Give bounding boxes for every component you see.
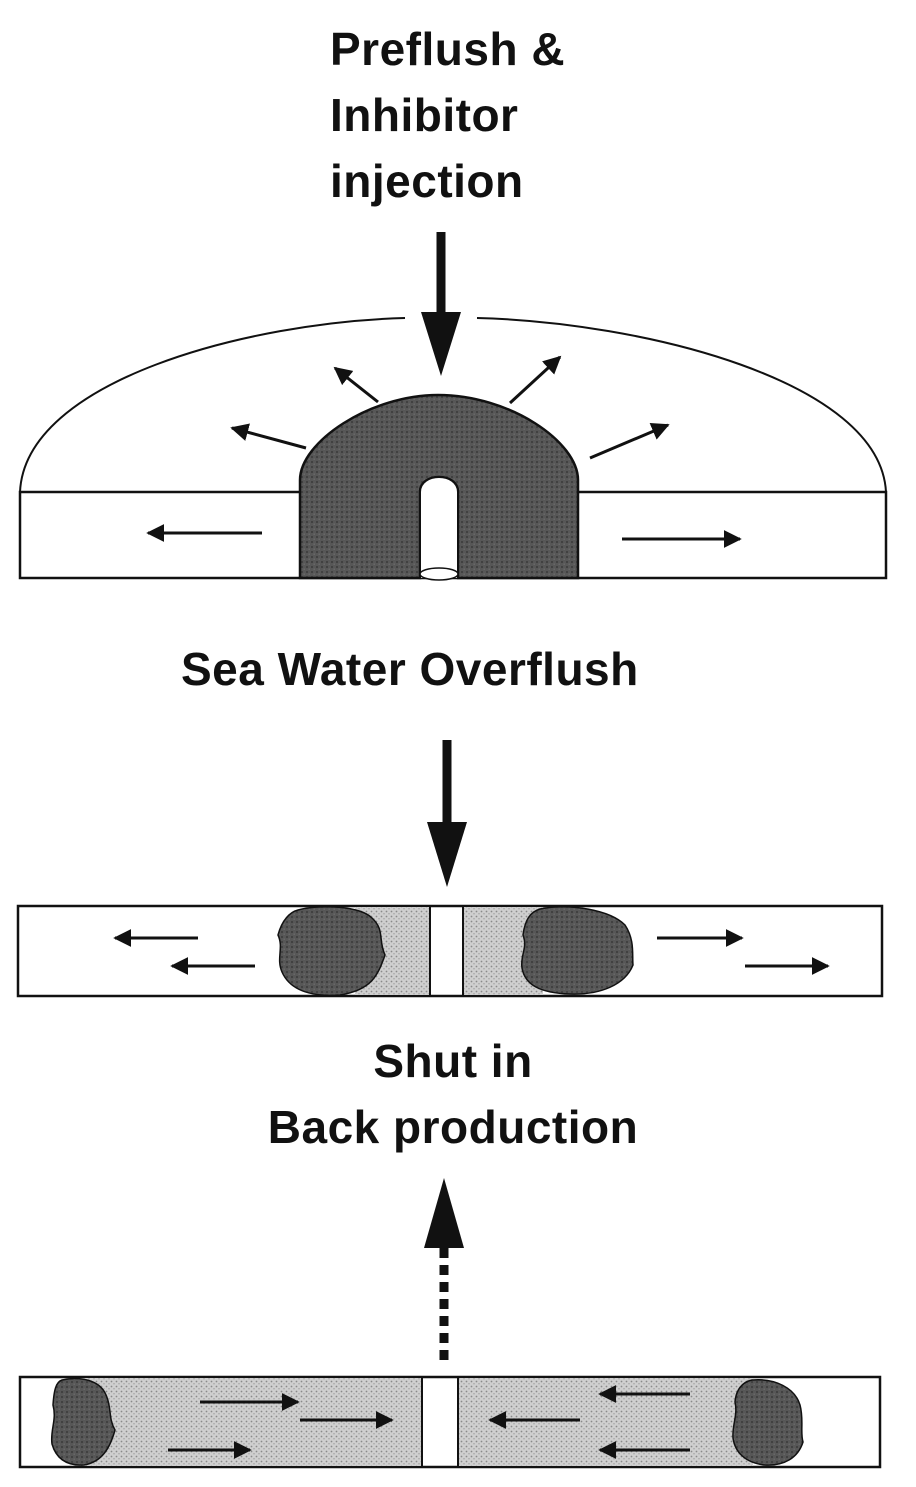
radial-arrow-icon: [508, 355, 562, 405]
shut-in-line-1: Shut in: [373, 1035, 533, 1087]
radial-arrow-icon: [230, 423, 307, 450]
injection-line-3: injection: [330, 155, 524, 207]
radial-arrow-icon: [333, 366, 379, 404]
inhibitor-slug: [520, 906, 634, 995]
inhibitor-slug: [732, 1379, 804, 1466]
down-arrow-head: [421, 312, 461, 376]
shut-in-line-2: Back production: [267, 1101, 639, 1153]
formation-layer: [16, 904, 884, 998]
inhibitor-slug: [50, 1377, 116, 1466]
injection-line-1: Preflush &: [330, 23, 566, 75]
overflush-stage: [16, 904, 884, 998]
step-label-shut-in: Shut in Back production: [0, 1028, 916, 1160]
step-label-overflush: Sea Water Overflush: [181, 643, 639, 695]
reservoir-dome-right: [476, 317, 887, 493]
reservoir-dome: [19, 317, 406, 493]
injection-line-2: Inhibitor: [330, 89, 519, 141]
back-production-stage: [18, 1375, 882, 1469]
up-arrow-head: [424, 1178, 464, 1248]
injection-stage: [18, 232, 888, 581]
step-label-injection: Preflush & Inhibitor injection: [330, 16, 565, 214]
wellbore-bottom: [419, 567, 459, 581]
inhibitor-slug: [277, 905, 386, 997]
down-arrow-head: [427, 822, 467, 887]
treated-zone: [80, 1378, 422, 1466]
radial-arrow-icon: [589, 423, 670, 460]
treated-zone: [458, 1378, 753, 1466]
wellbore: [419, 476, 459, 578]
